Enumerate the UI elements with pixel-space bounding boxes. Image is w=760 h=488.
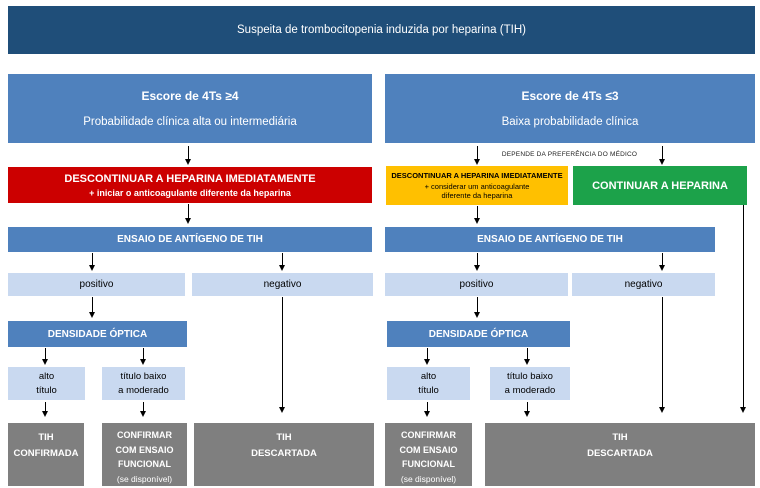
high-titer-right-line1: alto [420, 370, 437, 382]
optical-density-right-title: DENSIDADE ÓPTICA [428, 328, 529, 340]
title-banner: Suspeita de trombocitopenia induzida por… [8, 6, 755, 54]
arrow-continue-to-ruled-out [740, 205, 746, 413]
physician-preference-note: DEPENDE DA PREFERÊNCIA DO MÉDICO [501, 151, 638, 158]
arrow-down-icon [524, 348, 530, 365]
discontinue-right-line2: + considerar um anticoagulante [424, 182, 530, 191]
node-confirm-functional-right: CONFIRMAR COM ENSAIO FUNCIONAL (se dispo… [385, 423, 472, 486]
arrow-down-icon [279, 253, 285, 271]
score-left-title: Escore de 4Ts ≥4 [141, 89, 239, 103]
node-continue-heparin: CONTINUAR A HEPARINA [573, 166, 747, 205]
confirm-functional-left-line4: (se disponível) [116, 473, 173, 484]
node-low-titer-right: título baixo a moderado [490, 367, 570, 400]
tih-ruled-out-right-line2: DESCARTADA [587, 448, 653, 459]
node-negative-left: negativo [192, 273, 373, 296]
tih-ruled-out-left-line2: DESCARTADA [251, 448, 317, 459]
arrow-down-icon [474, 253, 480, 271]
negative-right-label: negativo [624, 279, 663, 290]
tih-ruled-out-left-line1: TIH [276, 432, 292, 443]
arrow-down-icon [424, 402, 430, 417]
tih-confirmed-line2: CONFIRMADA [13, 448, 79, 459]
node-high-titer-right: alto título [387, 367, 470, 400]
arrow-down-icon [140, 348, 146, 365]
node-score-left: Escore de 4Ts ≥4 Probabilidade clínica a… [8, 74, 372, 143]
discontinue-right-title: DESCONTINUAR A HEPARINA IMEDIATAMENTE [391, 171, 563, 180]
continue-heparin-title: CONTINUAR A HEPARINA [592, 179, 728, 192]
arrow-negative-left-to-ruled-out [279, 297, 285, 413]
optical-density-left-title: DENSIDADE ÓPTICA [47, 328, 148, 340]
arrow-down-icon [89, 297, 95, 318]
node-negative-right: negativo [572, 273, 715, 296]
confirm-functional-right-line1: CONFIRMAR [401, 430, 456, 440]
arrow-down-icon [659, 253, 665, 271]
score-right-subtitle: Baixa probabilidade clínica [501, 116, 639, 128]
negative-left-label: negativo [263, 279, 302, 290]
low-titer-right-line1: título baixo [507, 370, 553, 382]
confirm-functional-left-line3: FUNCIONAL [118, 459, 171, 469]
high-titer-left-line1: alto [38, 370, 55, 382]
arrow-down-icon [474, 297, 480, 318]
confirm-functional-right-line3: FUNCIONAL [402, 459, 455, 469]
confirm-functional-left-line2: COM ENSAIO [115, 444, 174, 455]
node-high-titer-left: alto título [8, 367, 85, 400]
node-tih-ruled-out-right: TIH DESCARTADA [485, 423, 755, 486]
tih-confirmed-line1: TIH [38, 432, 54, 443]
node-positive-left: positivo [8, 273, 185, 296]
discontinue-left-title: DESCONTINUAR A HEPARINA IMEDIATAMENTE [64, 172, 316, 185]
score-left-subtitle: Probabilidade clínica alta ou intermediá… [83, 116, 297, 128]
discontinue-left-subtitle: + iniciar o anticoagulante diferente da … [89, 187, 291, 198]
arrow-down-icon [524, 402, 530, 417]
node-tih-confirmed: TIH CONFIRMADA [8, 423, 84, 486]
confirm-functional-right-line4: (se disponível) [400, 473, 457, 484]
arrow-down-icon [42, 402, 48, 417]
arrow-down-icon [474, 146, 480, 165]
discontinue-right-line3: diferente da heparina [441, 191, 513, 200]
node-optical-density-left: DENSIDADE ÓPTICA [8, 321, 187, 347]
node-tih-ruled-out-left: TIH DESCARTADA [194, 423, 374, 486]
low-titer-left-line1: título baixo [120, 370, 167, 382]
arrow-down-icon [424, 348, 430, 365]
node-assay-left: ENSAIO DE ANTÍGENO DE TIH [8, 227, 372, 252]
arrow-down-icon [659, 146, 665, 165]
confirm-functional-right-line2: COM ENSAIO [399, 444, 458, 455]
node-score-right: Escore de 4Ts ≤3 Baixa probabilidade clí… [385, 74, 755, 143]
node-discontinue-heparin-left: DESCONTINUAR A HEPARINA IMEDIATAMENTE + … [8, 167, 372, 203]
assay-right-title: ENSAIO DE ANTÍGENO DE TIH [477, 234, 623, 245]
node-low-titer-left: título baixo a moderado [102, 367, 185, 400]
assay-left-title: ENSAIO DE ANTÍGENO DE TIH [117, 234, 263, 245]
arrow-down-icon [140, 402, 146, 417]
confirm-functional-left-line1: CONFIRMAR [117, 430, 172, 440]
node-confirm-functional-left: CONFIRMAR COM ENSAIO FUNCIONAL (se dispo… [102, 423, 187, 486]
arrow-down-icon [474, 206, 480, 224]
node-optical-density-right: DENSIDADE ÓPTICA [387, 321, 570, 347]
arrow-down-icon [185, 146, 191, 165]
high-titer-right-line2: título [418, 384, 439, 396]
node-positive-right: positivo [385, 273, 568, 296]
high-titer-left-line2: título [36, 384, 57, 396]
arrow-down-icon [42, 348, 48, 365]
arrow-down-icon [185, 204, 191, 224]
low-titer-right-line2: a moderado [504, 384, 556, 396]
arrow-negative-right-to-ruled-out [659, 297, 665, 413]
tih-ruled-out-right-line1: TIH [612, 432, 628, 443]
positive-right-label: positivo [459, 279, 494, 290]
positive-left-label: positivo [79, 279, 114, 290]
arrow-down-icon [89, 253, 95, 271]
page-title: Suspeita de trombocitopenia induzida por… [237, 24, 526, 36]
node-discontinue-heparin-right: DESCONTINUAR A HEPARINA IMEDIATAMENTE + … [386, 166, 568, 205]
low-titer-left-line2: a moderado [118, 384, 169, 396]
score-right-title: Escore de 4Ts ≤3 [521, 89, 619, 103]
node-assay-right: ENSAIO DE ANTÍGENO DE TIH [385, 227, 715, 252]
